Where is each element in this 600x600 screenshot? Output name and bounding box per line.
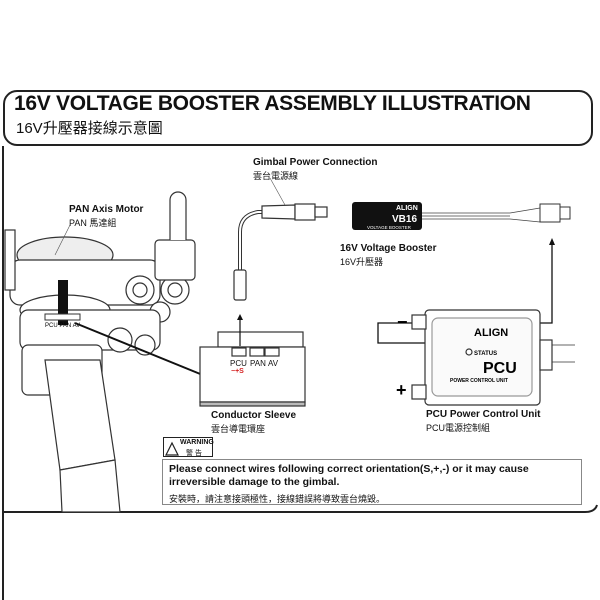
port-av: AV: [268, 359, 279, 368]
pcu-status-label: STATUS: [474, 351, 497, 357]
booster-label-zh: 16V升壓器: [340, 257, 384, 267]
warning-text-en: Please connect wires following correct o…: [169, 463, 529, 488]
pan-motor-label-zh: PAN 馬達組: [69, 218, 117, 228]
booster-model: VB16: [392, 214, 417, 225]
warning-badge-en: WARNING: [180, 439, 214, 446]
port-pan: PAN: [250, 359, 266, 368]
booster-line: VOLTAGE BOOSTER: [367, 225, 412, 230]
title-frame: [3, 90, 593, 146]
warning-badge: WARNING 警 告: [163, 437, 214, 457]
pcu-minus-terminal: −: [397, 312, 408, 332]
pcu-plus-terminal: +: [396, 380, 407, 400]
page-subtitle: 16V升壓器接線示意圖: [16, 120, 163, 137]
booster-label: 16V Voltage Booster: [340, 243, 437, 254]
pcu-label-zh: PCU電源控制組: [426, 423, 491, 433]
page-title: 16V VOLTAGE BOOSTER ASSEMBLY ILLUSTRATIO…: [14, 92, 531, 115]
gimbal-power-label-zh: 雲台電源線: [253, 171, 299, 181]
pan-motor-label: PAN Axis Motor: [69, 204, 144, 215]
pcu-label: PCU Power Control Unit: [426, 409, 541, 420]
gimbal-port-labels: PCU PAN AV: [45, 323, 80, 329]
port-pcu: PCU: [230, 359, 247, 368]
gimbal-power-label: Gimbal Power Connection: [253, 157, 378, 168]
pan-cable: [58, 280, 68, 325]
conductor-sleeve: [199, 331, 306, 407]
conductor-label: Conductor Sleeve: [211, 410, 297, 421]
conductor-label-zh: 雲台導電環座: [211, 424, 266, 434]
warning-box: Please connect wires following correct o…: [162, 459, 582, 505]
warning-badge-zh: 警 告: [186, 450, 202, 457]
pcu-box: [411, 309, 575, 406]
port-polarity: −+S: [231, 368, 244, 375]
pcu-line: POWER CONTROL UNIT: [450, 378, 508, 384]
warning-text-zh: 安裝時，請注意接頭極性，接線錯誤將導致雲台燒毀。: [169, 494, 386, 504]
gimbal-power-cable: [233, 203, 328, 301]
gimbal-illustration: [4, 191, 196, 513]
pcu-brand: ALIGN: [474, 327, 508, 339]
voltage-booster: [352, 202, 422, 230]
booster-brand: ALIGN: [396, 205, 418, 212]
warning-icon: [165, 441, 179, 456]
pcu-model: PCU: [483, 360, 517, 377]
